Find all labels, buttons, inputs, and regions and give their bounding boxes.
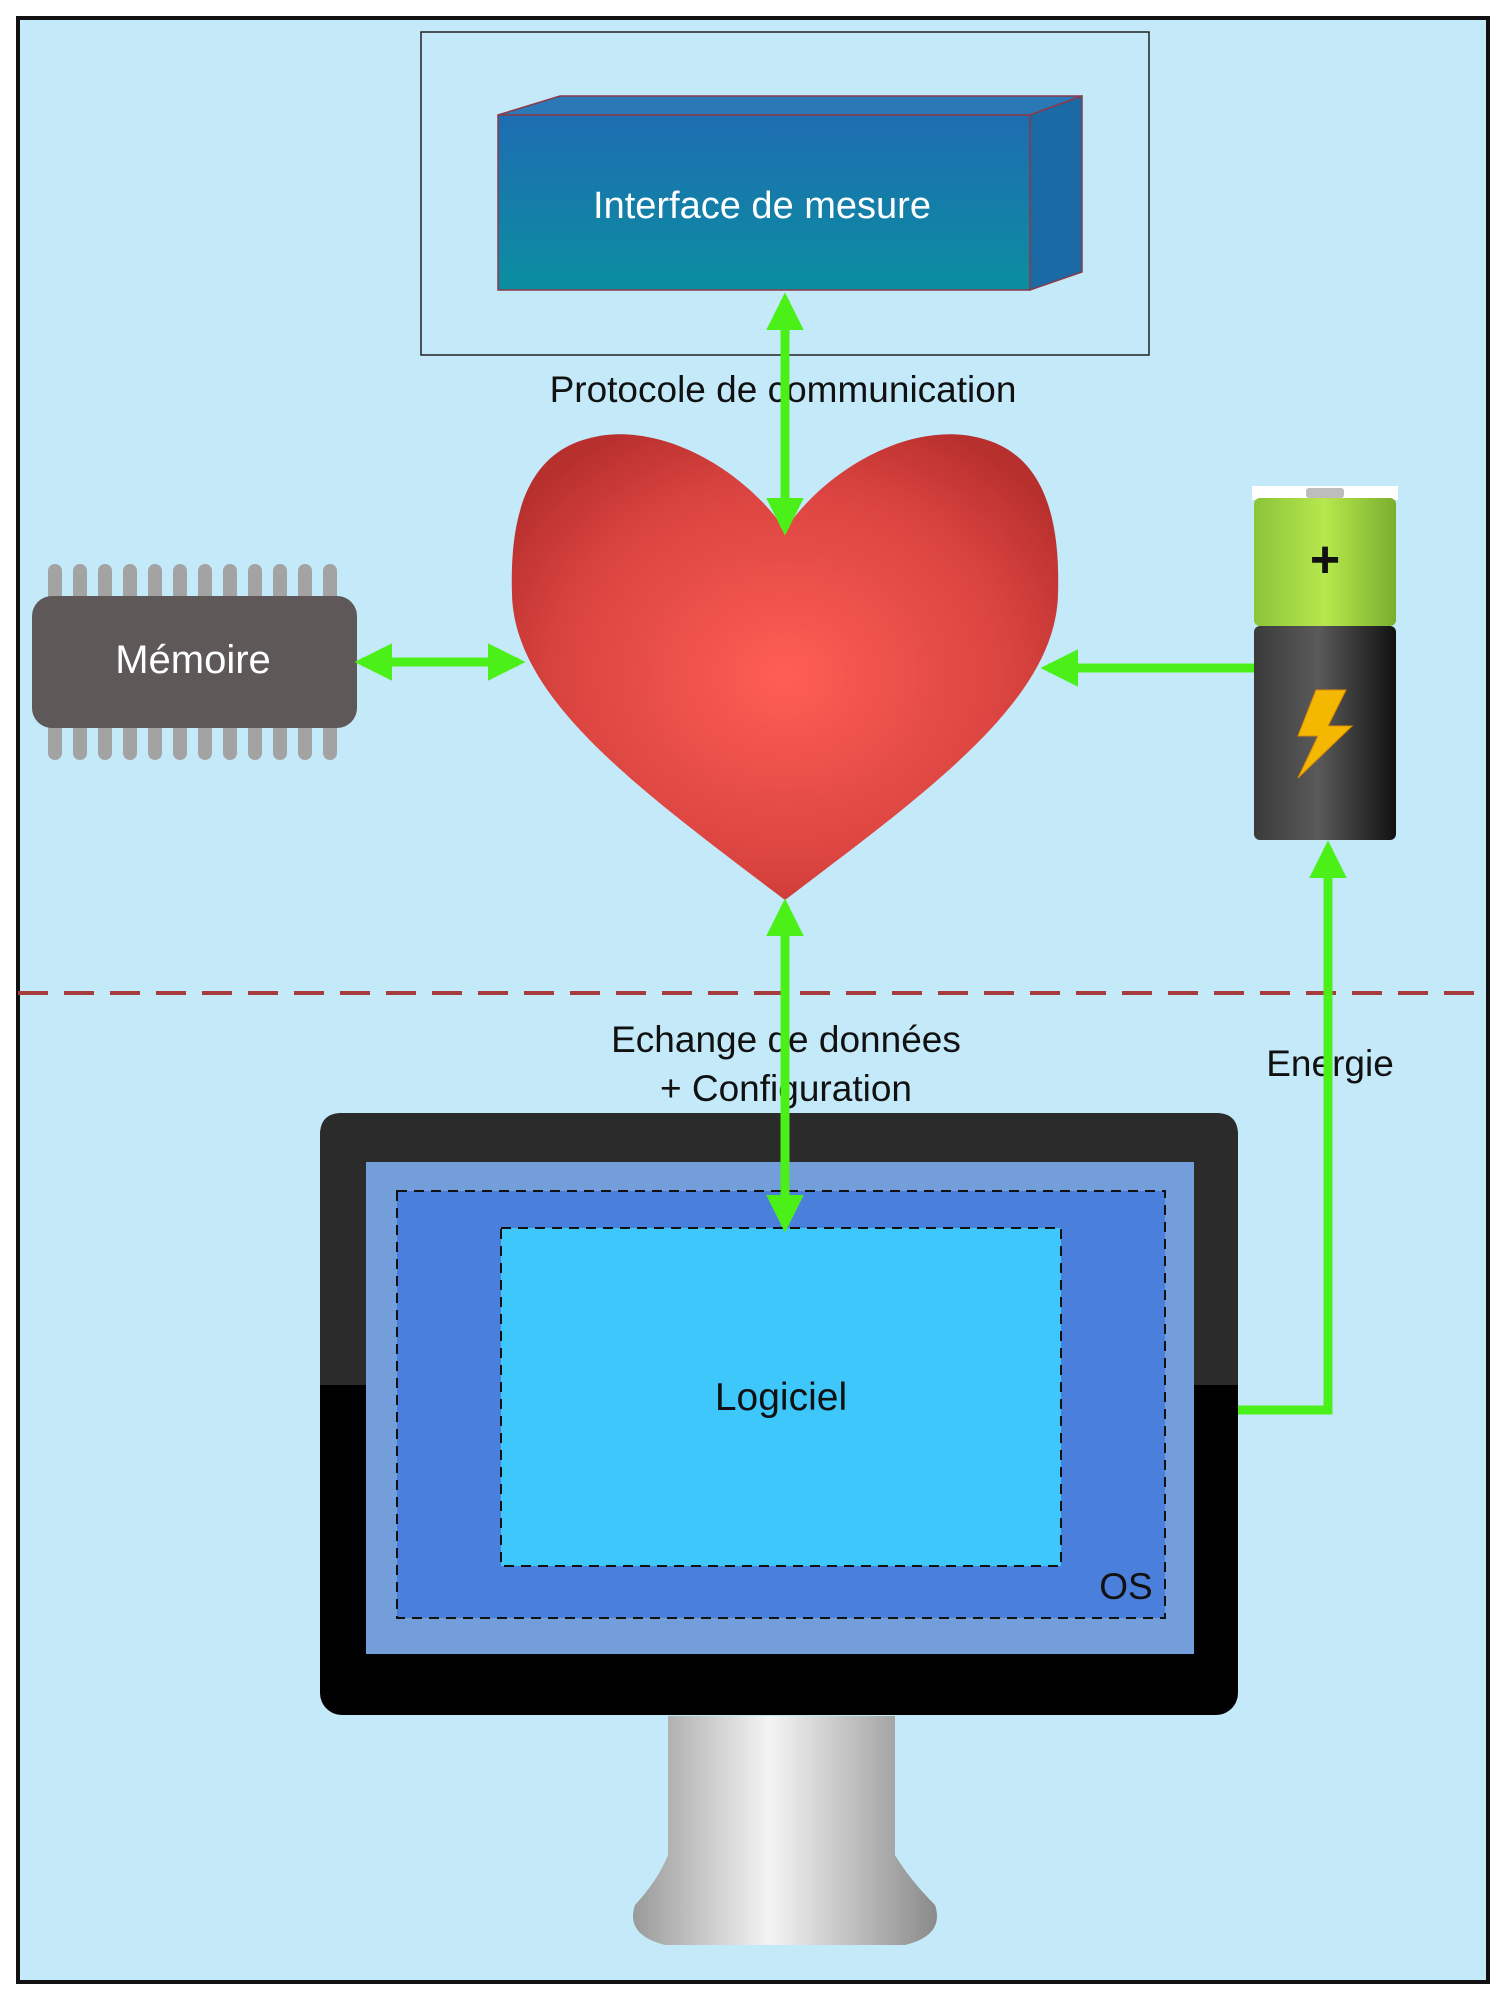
battery-icon: +: [1252, 486, 1398, 840]
measurement-interface: Interface de mesure: [420, 31, 1150, 356]
arrow-monitor-battery: [1238, 840, 1347, 1415]
software-label: Logiciel: [715, 1376, 847, 1419]
battery-plus-sign: +: [1310, 531, 1340, 589]
os-label: OS: [1099, 1566, 1152, 1607]
memory-chip-icon: Mémoire: [32, 564, 357, 760]
interface-block: [497, 114, 1031, 291]
monitor-stand: [633, 1716, 937, 1945]
software-layer: [500, 1227, 1062, 1567]
memory-label: Mémoire: [115, 638, 271, 682]
heart-icon: [511, 434, 1059, 900]
lightning-icon: [1297, 689, 1354, 779]
monitor-icon: Logiciel OS: [320, 1113, 1238, 1945]
interface-label: Interface de mesure: [593, 185, 931, 227]
